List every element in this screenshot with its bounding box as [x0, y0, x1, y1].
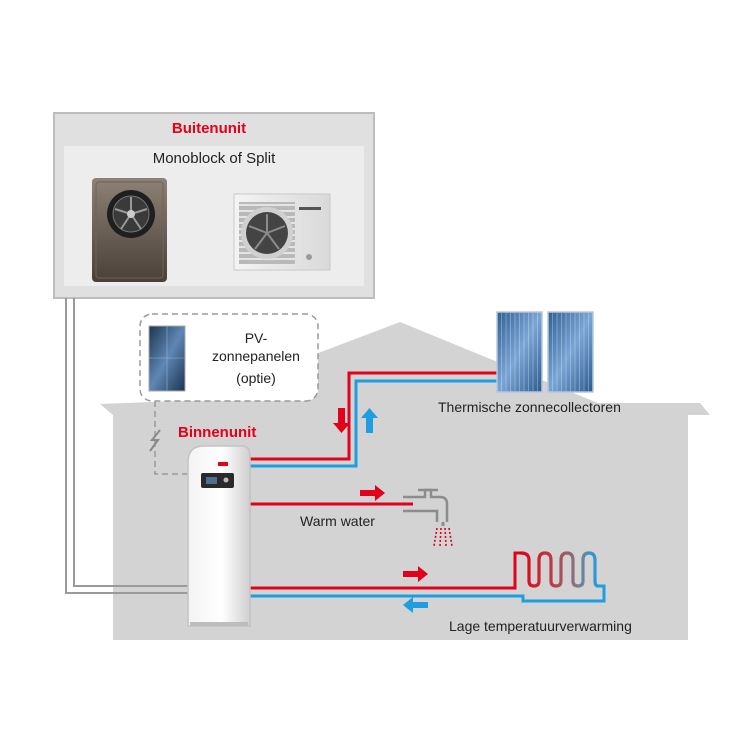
warm-water-label: Warm water	[300, 513, 375, 529]
solar-collector-right-image	[547, 311, 594, 393]
pv-label-line1: PV-	[244, 330, 268, 346]
split-unit-image	[233, 193, 331, 271]
warm-water-flow-arrow	[360, 485, 385, 501]
solar-collector-pipes	[249, 371, 498, 468]
outdoor-unit-subtitle: Monoblock of Split	[152, 150, 276, 167]
underfloor-heating-coil	[519, 551, 600, 588]
heating-supply-arrow	[403, 566, 428, 582]
outdoor-connection-pipes	[65, 298, 190, 594]
heating-return-arrow	[403, 597, 428, 613]
indoor-unit-image	[187, 445, 251, 627]
outdoor-unit-title: Buitenunit	[171, 120, 247, 137]
solar-collector-left-image	[496, 311, 543, 393]
solar-flow-down-arrow	[333, 408, 350, 433]
house-silhouette	[100, 322, 710, 640]
solar-collectors-label: Thermische zonnecollectoren	[438, 399, 621, 415]
water-tap-icon	[403, 488, 449, 526]
pv-panel-image	[148, 325, 186, 392]
monoblock-unit-image	[92, 178, 167, 282]
heating-circuit-pipes	[249, 551, 606, 603]
water-spray-icon	[433, 527, 453, 547]
pv-label-line2: zonnepanelen	[212, 348, 300, 364]
electricity-icon	[149, 429, 161, 452]
indoor-unit-title: Binnenunit	[178, 424, 257, 441]
heating-label: Lage temperatuurverwarming	[449, 618, 632, 634]
pv-electrical-connection	[154, 401, 190, 475]
pv-label-line3: (optie)	[236, 370, 276, 386]
solar-flow-up-arrow	[361, 408, 378, 433]
